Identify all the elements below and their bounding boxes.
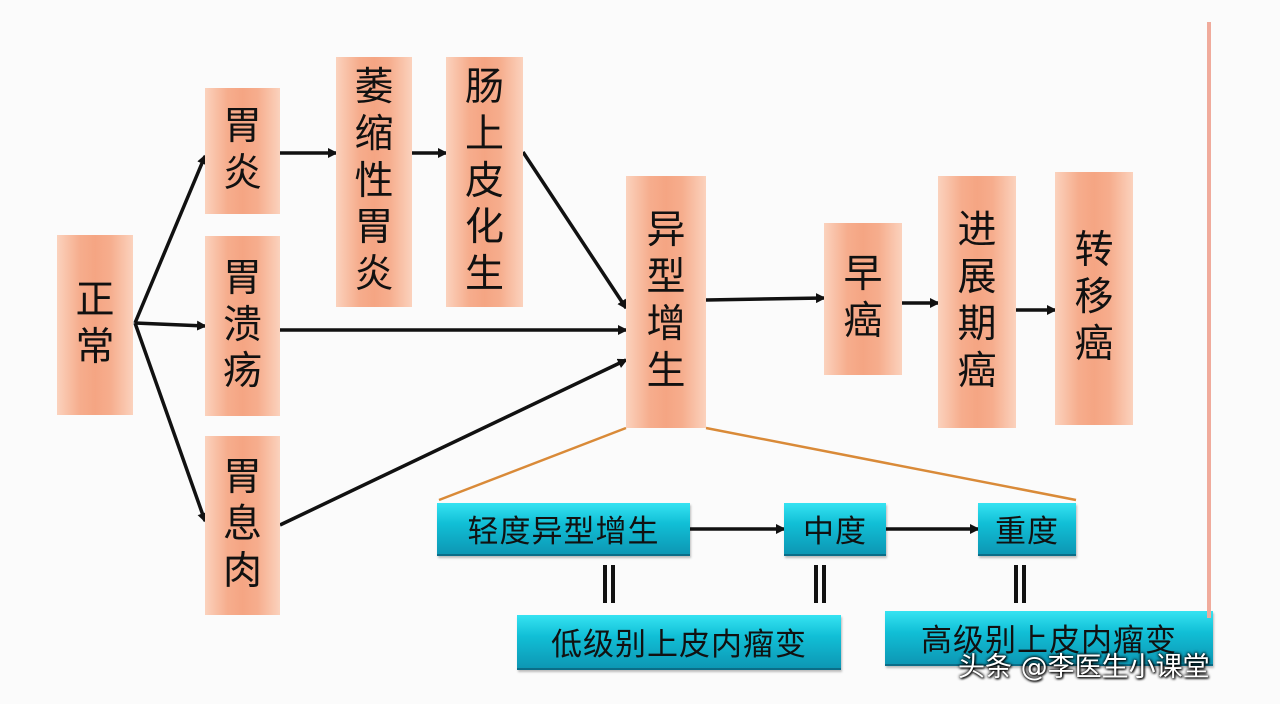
label-char: 胃 xyxy=(222,104,262,150)
label-char: 正 xyxy=(75,278,115,324)
label-char: 生 xyxy=(646,348,686,394)
label-char: 型 xyxy=(646,255,686,301)
arrow-normal-to-ulcer xyxy=(134,320,207,331)
label-char: 萎 xyxy=(354,65,394,110)
node-gastric-polyp-label: 胃息肉 xyxy=(223,455,262,595)
node-gastric-polyp: 胃息肉 xyxy=(205,436,280,615)
label-char: 癌 xyxy=(957,348,997,394)
node-gastric-ulcer: 胃溃疡 xyxy=(205,236,280,416)
label-char: 皮 xyxy=(464,158,504,204)
label-char: 展 xyxy=(957,255,997,301)
equals-sign-severe xyxy=(1014,565,1026,603)
label-char: 进 xyxy=(957,208,997,254)
label-char: 常 xyxy=(75,325,115,370)
node-early-cancer: 早癌 xyxy=(824,223,902,375)
equals-sign-moderate xyxy=(814,565,826,603)
label-char: 息 xyxy=(222,502,262,548)
label-char: 期 xyxy=(957,302,997,347)
grade-low-grade-neoplasia: 低级别上皮内瘤变 xyxy=(517,615,841,670)
node-normal: 正常 xyxy=(57,235,133,415)
node-metastatic-cancer-label: 转移癌 xyxy=(1074,228,1113,368)
label-char: 异 xyxy=(646,208,686,254)
arrow-normal-to-gastritis xyxy=(133,154,207,324)
label-char: 化 xyxy=(464,205,504,251)
label-char: 溃 xyxy=(222,302,262,348)
node-normal-label: 正常 xyxy=(75,278,114,372)
label-char: 胃 xyxy=(354,205,394,251)
node-dysplasia: 异型增生 xyxy=(626,176,706,428)
node-early-cancer-label: 早癌 xyxy=(843,252,882,346)
arrow-metaplasia-to-dysplasia xyxy=(521,151,628,310)
zoom-line-left xyxy=(438,426,627,502)
divider-line xyxy=(1207,22,1211,618)
grade-high-grade-neoplasia: 高级别上皮内瘤变 xyxy=(885,611,1213,666)
node-metastatic-cancer: 转移癌 xyxy=(1055,172,1133,425)
node-atrophic-gastritis-label: 萎缩性胃炎 xyxy=(354,65,393,299)
label-char: 癌 xyxy=(843,299,883,344)
grade-mild-dysplasia: 轻度异型增生 xyxy=(437,503,690,556)
label-char: 肉 xyxy=(222,548,262,594)
label-char: 上 xyxy=(464,111,504,157)
node-intestinal-metaplasia-label: 肠上皮化生 xyxy=(465,65,504,299)
arrow-polyp-to-dysplasia xyxy=(279,358,628,527)
node-advanced-cancer-label: 进展期癌 xyxy=(957,208,996,395)
label-char: 增 xyxy=(646,302,686,347)
label-char: 胃 xyxy=(222,255,262,301)
label-char: 早 xyxy=(843,252,883,298)
label-char: 疡 xyxy=(222,349,262,395)
watermark: 头条 @李医生小课堂 xyxy=(958,652,1210,683)
node-intestinal-metaplasia: 肠上皮化生 xyxy=(446,57,523,307)
node-gastric-ulcer-label: 胃溃疡 xyxy=(223,256,262,396)
zoom-line-right xyxy=(705,426,1077,502)
arrow-dysplasia-to-early xyxy=(705,293,826,304)
label-char: 移 xyxy=(1074,275,1114,321)
node-advanced-cancer: 进展期癌 xyxy=(938,176,1016,428)
label-char: 缩 xyxy=(354,111,394,157)
label-char: 肠 xyxy=(464,65,504,110)
label-char: 胃 xyxy=(222,455,262,501)
node-dysplasia-label: 异型增生 xyxy=(646,208,685,395)
node-gastritis: 胃炎 xyxy=(205,88,280,214)
equals-sign-mild xyxy=(603,565,615,603)
label-char: 癌 xyxy=(1074,321,1114,367)
node-atrophic-gastritis: 萎缩性胃炎 xyxy=(336,57,412,307)
label-char: 生 xyxy=(464,252,504,298)
grade-severe: 重度 xyxy=(978,503,1076,556)
node-gastritis-label: 胃炎 xyxy=(223,104,262,198)
grade-moderate: 中度 xyxy=(784,503,886,556)
arrow-normal-to-polyp xyxy=(133,322,208,523)
label-char: 性 xyxy=(354,158,394,204)
label-char: 炎 xyxy=(222,151,262,196)
label-char: 转 xyxy=(1074,228,1114,274)
label-char: 炎 xyxy=(354,252,394,298)
